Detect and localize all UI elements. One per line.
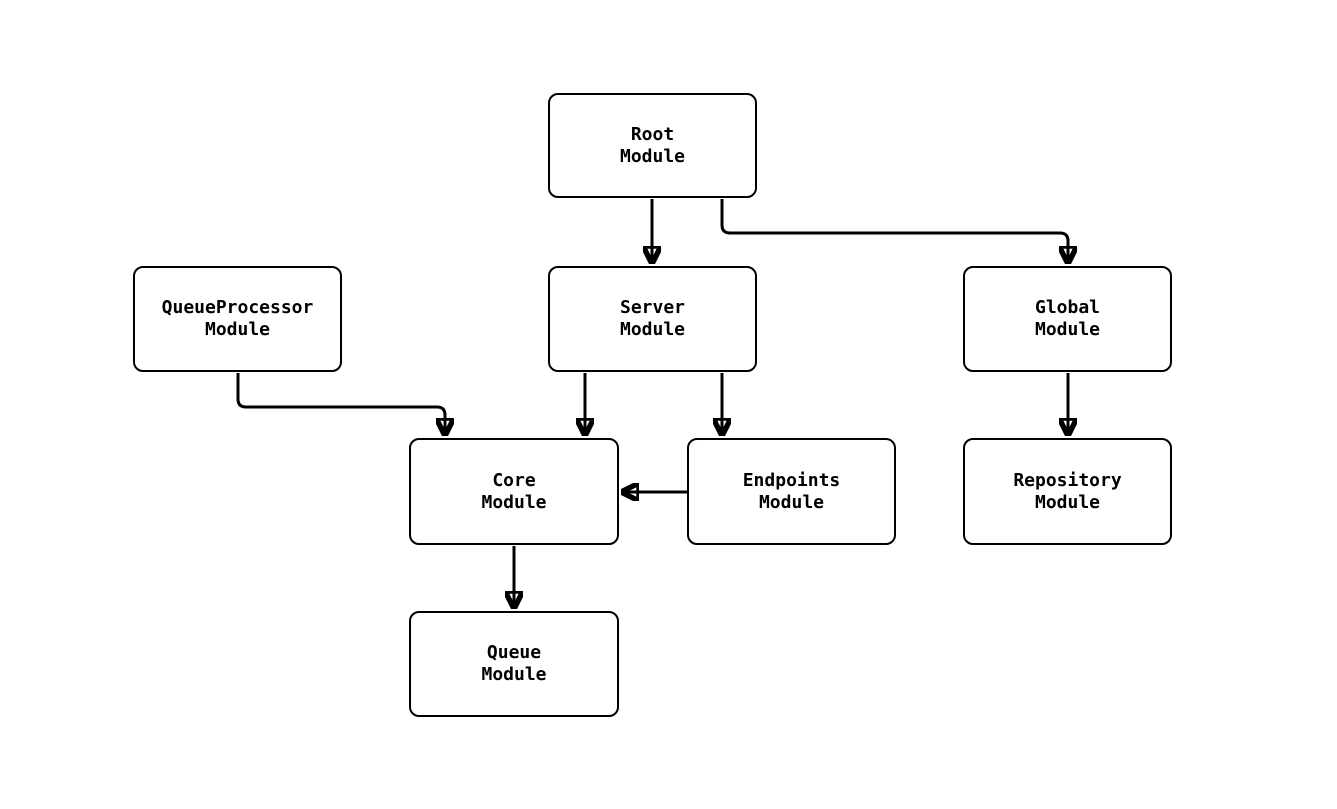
node-queueprocessor-module: QueueProcessor Module [133,266,342,372]
node-root-module: Root Module [548,93,757,198]
node-server-module-label: Server Module [619,297,686,340]
node-global-module: Global Module [963,266,1172,372]
edge-queueprocessor-core [236,373,445,436]
node-endpoints-module-label: Endpoints Module [742,469,841,513]
node-queueprocessor-module-label: QueueProcessor Module [161,297,314,340]
node-global-module-label: Global Module [1034,297,1101,340]
node-endpoints-module: Endpoints Module [687,438,896,545]
node-repository-module-label: Repository Module [1013,469,1122,513]
node-core-module: Core Module [409,438,619,545]
edge-root-global [720,199,1068,264]
node-repository-module: Repository Module [963,438,1172,545]
node-root-module-label: Root Module [619,123,686,167]
node-server-module: Server Module [548,266,757,372]
node-core-module-label: Core Module [481,469,547,513]
node-queue-module: Queue Module [409,611,619,717]
node-queue-module-label: Queue Module [481,642,547,685]
